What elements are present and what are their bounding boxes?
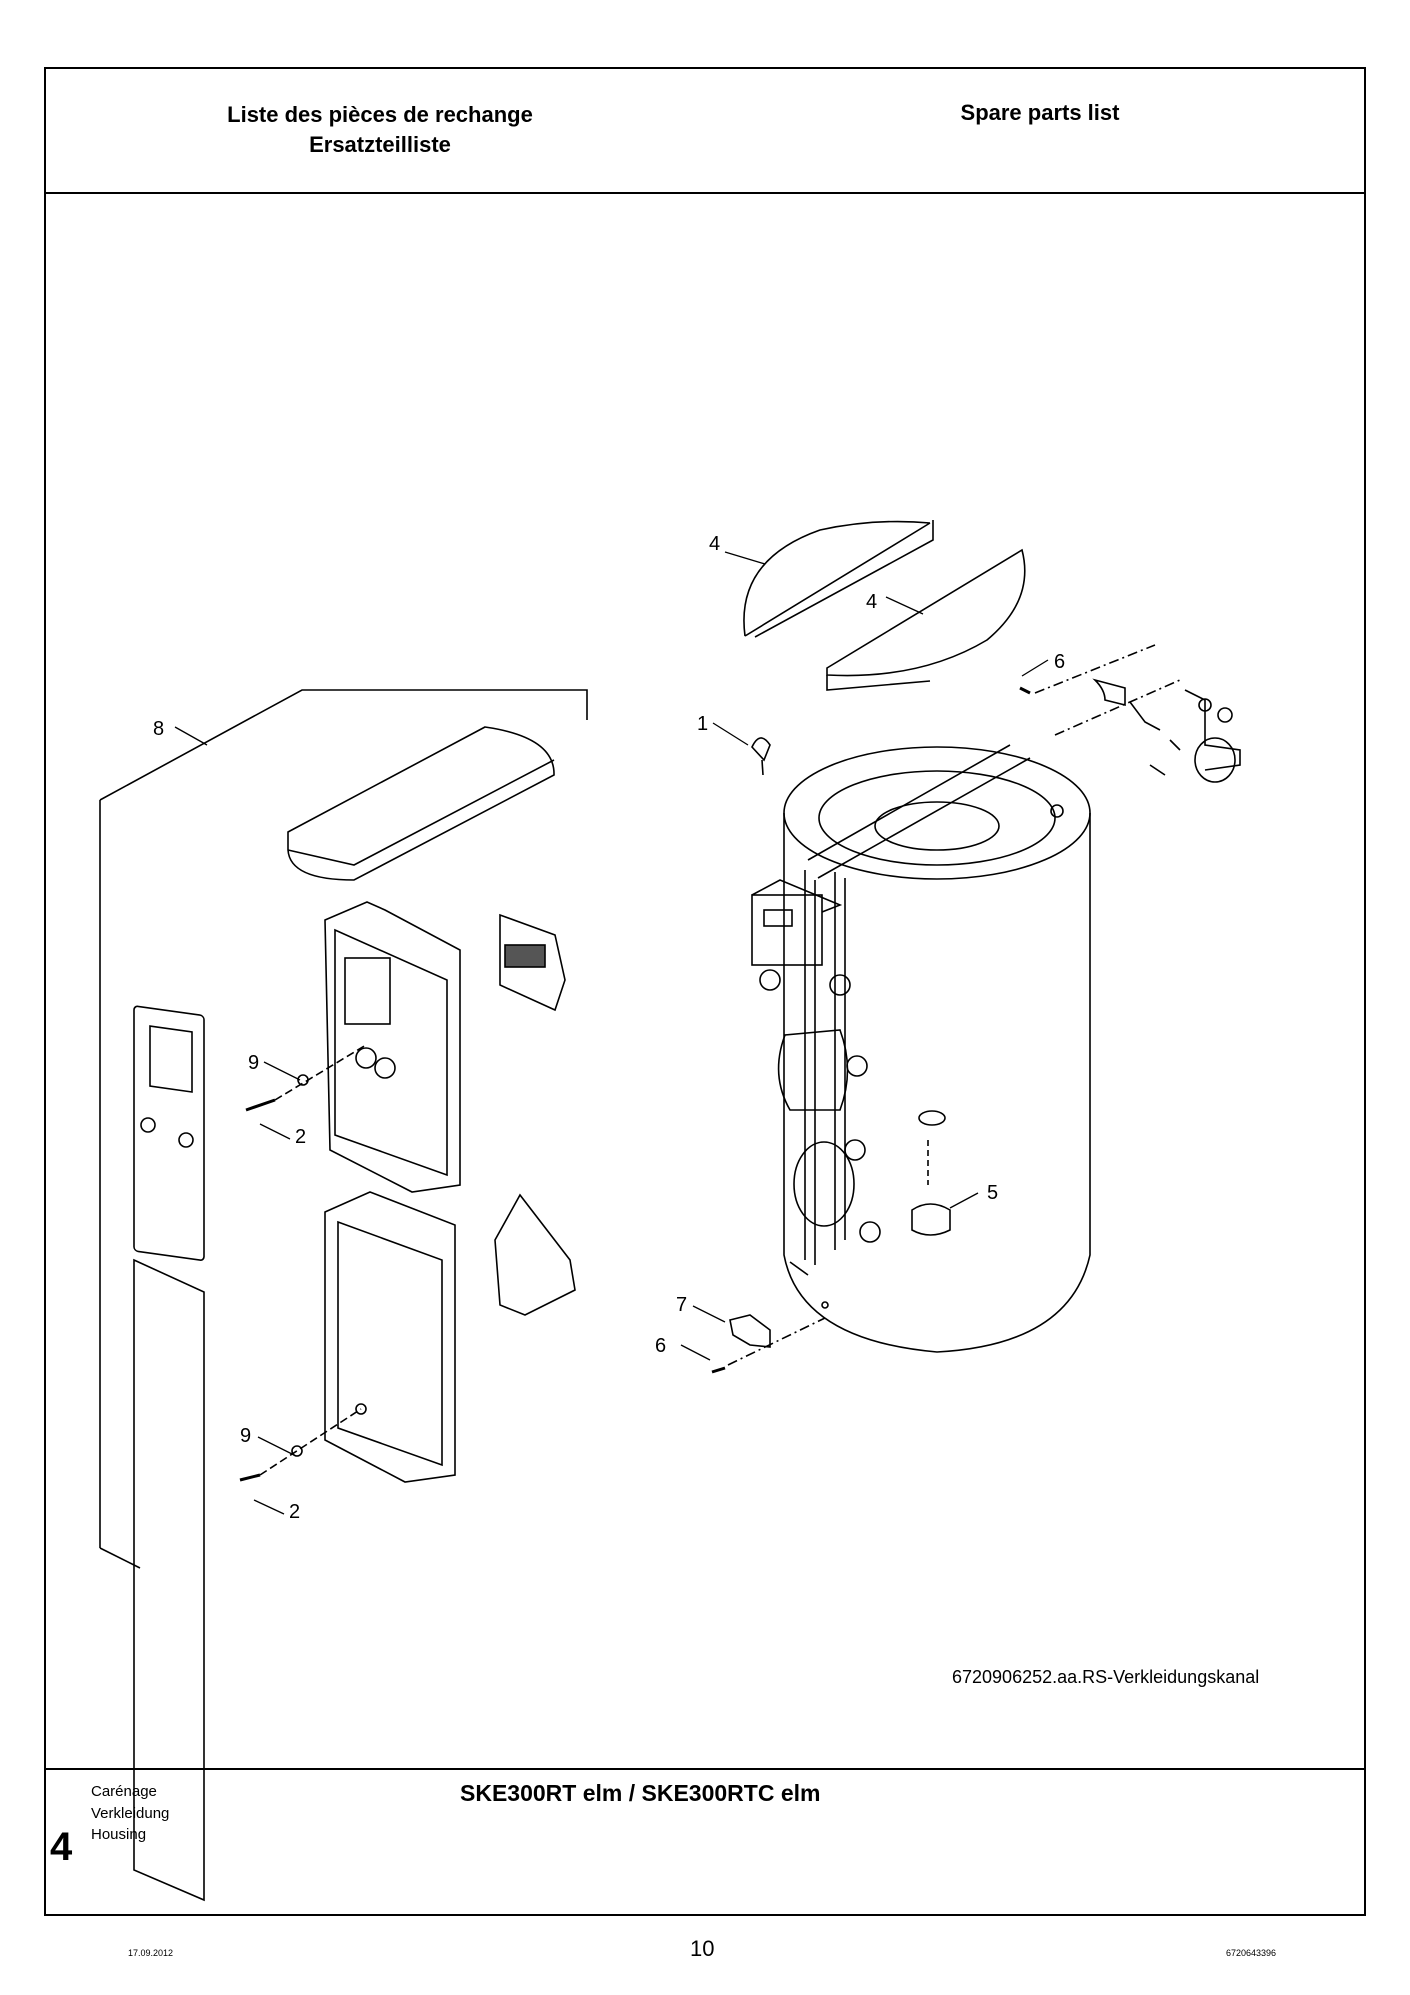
callout-2-lower: 2 (289, 1501, 300, 1523)
document-date: 17.09.2012 (128, 1948, 174, 1958)
controller-module (499, 913, 566, 1012)
callout-numbers: 4 4 6 8 1 9 2 5 7 6 9 2 (153, 533, 1065, 1523)
document-number: 6720643396 (1226, 1948, 1277, 1958)
figure-reference: 6720906252.aa.RS-Verkleidungskanal (952, 1667, 1260, 1687)
header-divider (44, 192, 1366, 194)
side-cover (494, 1193, 576, 1316)
header-title-english: Spare parts list (960, 100, 1120, 125)
upper-front-panel (324, 901, 461, 1193)
section-label-french: Carénage (91, 1783, 157, 1800)
section-number: 4 (50, 1825, 73, 1869)
callout-5: 5 (987, 1182, 998, 1204)
storage-tank-lid (743, 520, 1026, 691)
callout-9-upper: 9 (248, 1052, 259, 1074)
page-number: 10 (690, 1936, 715, 1961)
screws-left (239, 1044, 367, 1482)
storage-tank-cylinder (783, 746, 1091, 1353)
section-labels: Carénage Verkleidung Housing (91, 1781, 169, 1846)
pump-group (751, 744, 1031, 1276)
callout-8: 8 (153, 718, 164, 740)
callout-9-lower: 9 (240, 1425, 251, 1447)
top-cover-panel (287, 726, 555, 881)
section-label-english: Housing (91, 1826, 147, 1843)
lower-front-panel (324, 1191, 456, 1483)
model-title: SKE300RT elm / SKE300RTC elm (460, 1780, 821, 1806)
callout-leaders (174, 551, 1049, 1515)
header-left: Liste des pièces de rechange Ersatzteill… (130, 100, 630, 160)
callout-6-bottom: 6 (655, 1335, 666, 1357)
small-parts (711, 686, 1031, 1374)
page-frame (44, 67, 1366, 1916)
callout-4-upper: 4 (709, 533, 720, 555)
header-title-french: Liste des pièces de rechange (227, 102, 533, 127)
callout-7: 7 (676, 1294, 687, 1316)
housing-channel-cover (99, 689, 588, 1902)
section-label-german: Verkleidung (91, 1804, 170, 1822)
callout-6-top: 6 (1054, 651, 1065, 673)
footer-divider (44, 1768, 1366, 1770)
safety-valve-assembly (1034, 644, 1241, 783)
callout-1: 1 (697, 713, 708, 735)
callout-4-lower: 4 (866, 591, 877, 613)
callout-2-upper: 2 (295, 1126, 306, 1148)
header-title-german: Ersatzteilliste (309, 132, 451, 157)
